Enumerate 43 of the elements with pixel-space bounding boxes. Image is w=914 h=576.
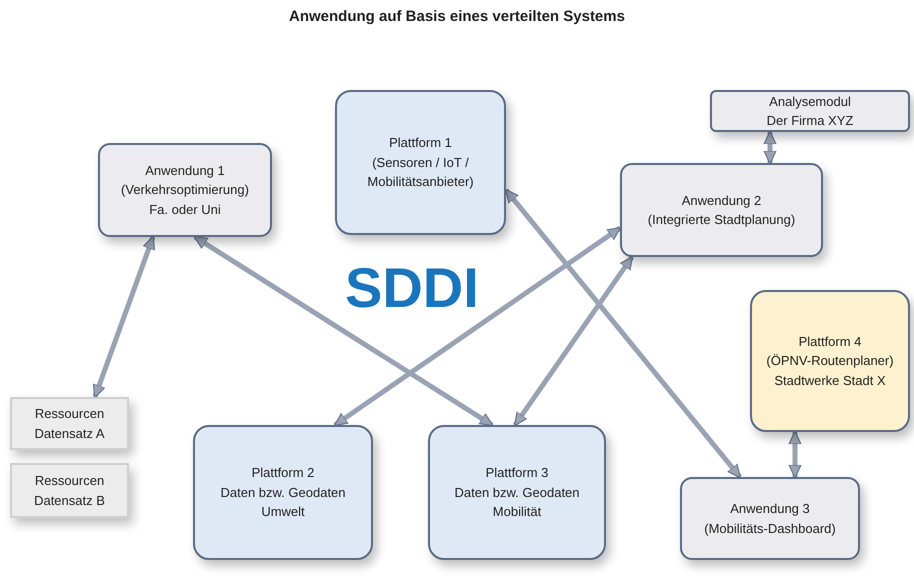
node-text: Der Firma XYZ [766, 112, 854, 130]
node-text: (Mobilitäts-Dashboard) [704, 520, 836, 538]
node-text: (ÖPNV-Routenplaner) [766, 352, 894, 370]
node-box [710, 90, 910, 132]
node-text: Datensatz B [34, 492, 105, 510]
node-box [10, 463, 129, 518]
node-text: Plattform 3 [486, 464, 548, 482]
node-text: Mobilität [492, 503, 542, 522]
double-arrow [194, 234, 494, 428]
node-text: Plattform 4 [798, 332, 862, 351]
node-box [680, 477, 860, 560]
node-box [98, 143, 272, 237]
node-box [193, 425, 373, 560]
sddi-label: SDDI [345, 260, 479, 316]
node-text: Plattform 2 [252, 464, 314, 482]
node-text: Fa. oder Uni [149, 200, 221, 219]
node-box [620, 163, 823, 257]
node-text: Ressourcen [34, 472, 104, 490]
node-text: Daten bzw. Geodaten [454, 484, 580, 502]
double-arrow [504, 188, 742, 479]
node-text: Datensatz A [34, 424, 105, 442]
node-box [428, 425, 606, 560]
node-box [10, 397, 129, 450]
node-box [750, 290, 910, 432]
node-text: (Verkehrsoptimierung) [121, 181, 249, 200]
node-text: Anwendung 2 [682, 192, 762, 210]
double-arrow [788, 430, 802, 478]
node-text: Ressourcen [34, 405, 104, 423]
node-box [335, 90, 506, 235]
node-text: Stadtwerke Stadt X [774, 372, 886, 390]
node-text: Analysemodul [769, 92, 851, 111]
double-arrow [92, 236, 156, 398]
node-text: Umwelt [261, 503, 305, 522]
double-arrow [764, 130, 776, 164]
diagram-title: Anwendung auf Basis eines verteilten Systems [288, 7, 626, 27]
node-text: (Integrierte Stadtplanung) [648, 211, 796, 229]
node-text: Plattform 1 [389, 134, 452, 152]
node-text: Anwendung 1 [145, 162, 225, 180]
double-arrow [512, 256, 634, 426]
node-text: Daten bzw. Geodaten [220, 484, 346, 502]
double-arrow [334, 226, 622, 428]
node-text: (Sensoren / IoT / Mobilitätsanbieter) [366, 154, 475, 192]
node-text: Anwendung 3 [730, 500, 810, 518]
